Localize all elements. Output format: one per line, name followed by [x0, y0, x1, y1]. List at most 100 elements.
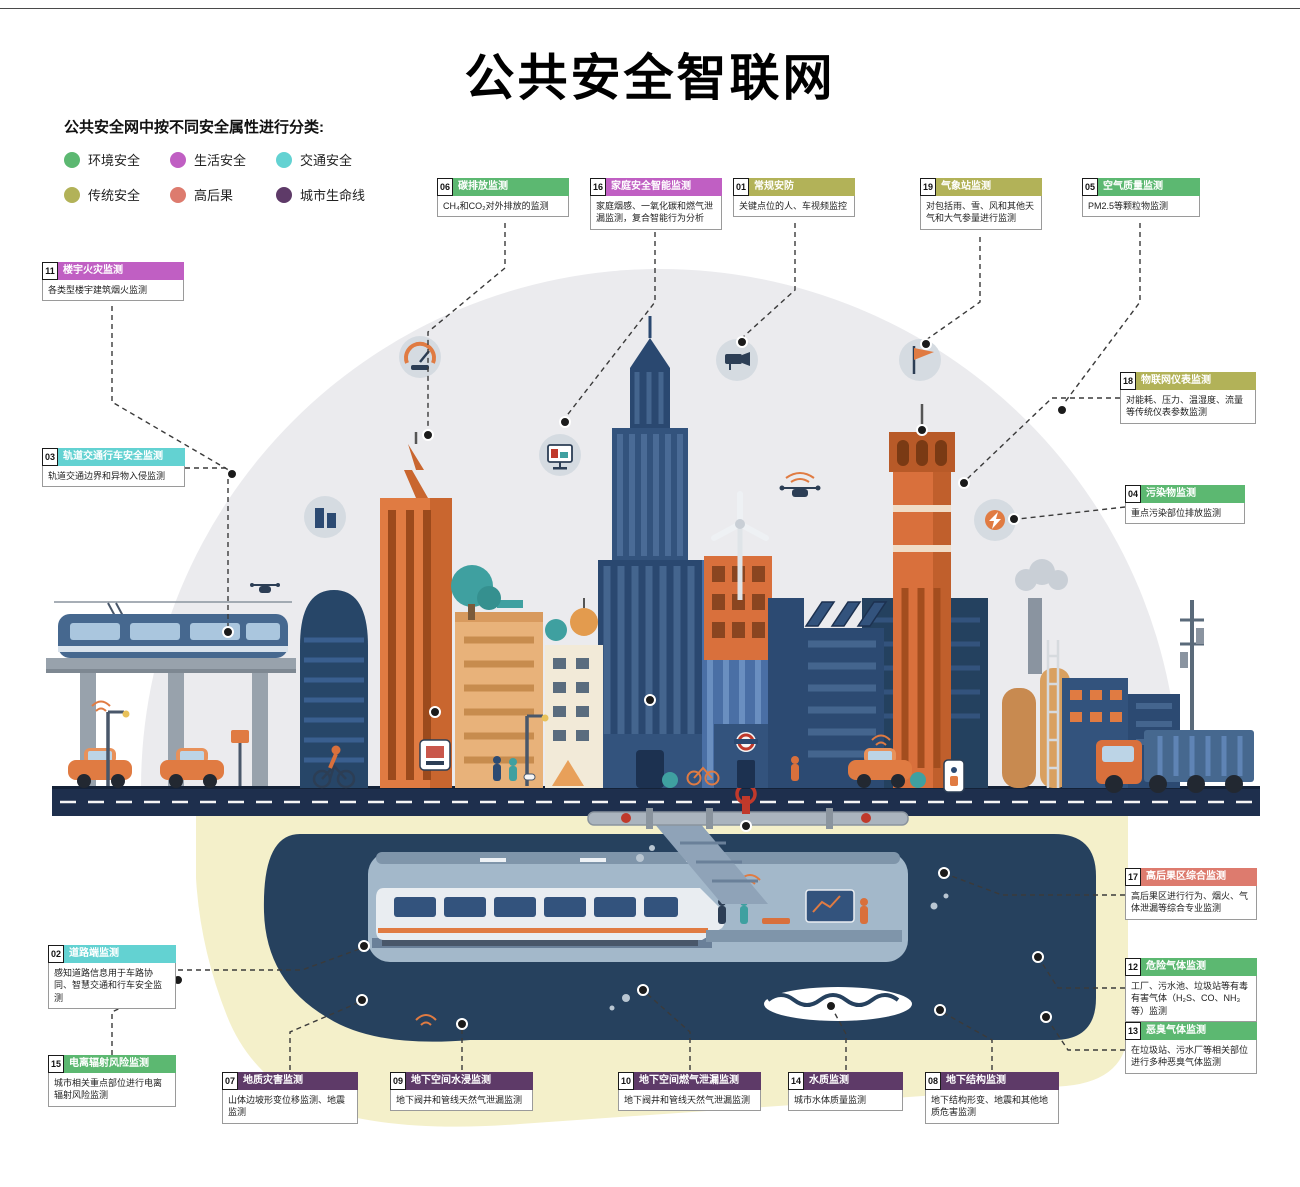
- callout-title: 高后果区综合监测: [1141, 868, 1257, 886]
- monorail: [46, 601, 296, 786]
- power-icon: [974, 499, 1016, 541]
- sensor-dots: [172, 336, 1068, 1030]
- legend-dot: [276, 186, 292, 203]
- icon-badges: [304, 336, 1016, 541]
- solar-panel: [856, 601, 888, 627]
- white-building: [545, 598, 603, 788]
- subway-entrance: [714, 724, 778, 788]
- legend-label: 交通安全: [300, 153, 353, 168]
- callout-number: 08: [925, 1072, 941, 1090]
- callout-body: 关键点位的人、车视频监控: [733, 195, 855, 218]
- truck: [1096, 730, 1254, 793]
- sensor-panel: [419, 739, 451, 771]
- bubbles: [609, 845, 949, 1011]
- wifi-icon: [91, 700, 111, 712]
- taxi: [848, 748, 912, 788]
- callout-number: 14: [788, 1072, 804, 1090]
- callout-title: 楼宇火灾监测: [58, 262, 184, 280]
- clock-tower: [889, 404, 955, 788]
- legend-dot: [170, 186, 186, 203]
- parked-bicycle: [686, 766, 720, 786]
- callout-number: 09: [390, 1072, 406, 1090]
- legend-item-traffic: 交通安全: [276, 150, 386, 169]
- street-lamp: [106, 710, 130, 786]
- bus-stop-sign: [231, 730, 249, 786]
- callout-number: 07: [222, 1072, 238, 1090]
- callout-body: CH₄和CO₂对外排放的监测: [437, 195, 569, 218]
- callout-body: 城市相关重点部位进行电离辐射风险监测: [48, 1072, 176, 1107]
- callout-body: 城市水体质量监测: [788, 1089, 903, 1112]
- callout-body: 各类型楼宇建筑烟火监测: [42, 279, 184, 302]
- callout-number: 05: [1082, 178, 1098, 196]
- dog: [523, 773, 536, 781]
- callout-body: 地下阀井和管线天然气泄漏监测: [618, 1089, 761, 1112]
- legend-label: 生活安全: [194, 153, 247, 168]
- callout-number: 18: [1120, 372, 1136, 390]
- callout-title: 地质灾害监测: [238, 1072, 358, 1090]
- legend-item-traditional: 传统安全: [64, 185, 162, 204]
- callout-title: 水质监测: [804, 1072, 903, 1090]
- storage-tank: [1002, 688, 1036, 788]
- bench: [762, 918, 790, 924]
- pedestrian: [791, 756, 799, 781]
- drones: [250, 472, 821, 593]
- callout-body: 对能耗、压力、温湿度、流量等传统仪表参数监测: [1120, 389, 1256, 424]
- callout-number: 10: [618, 1072, 634, 1090]
- callout-title: 地下空间水浸监测: [406, 1072, 533, 1090]
- callout-body: 工厂、污水池、垃圾站等有毒有害气体（H₂S、CO、NH₃等）监测: [1125, 975, 1257, 1023]
- callout-title: 轨道交通行车安全监测: [58, 448, 185, 466]
- solar-panel: [804, 601, 836, 627]
- callout-number: 06: [437, 178, 453, 196]
- subway-train: [376, 888, 726, 946]
- callout-body: 轨道交通边界和异物入侵监测: [42, 465, 185, 488]
- subway-platform: [706, 874, 902, 942]
- solar-panel: [830, 601, 862, 627]
- callout-number: 15: [48, 1055, 64, 1073]
- industrial-plant: [1002, 559, 1128, 788]
- taxi: [68, 748, 132, 788]
- callout-title: 地下空间燃气泄漏监测: [634, 1072, 761, 1090]
- callout-body: 家庭烟感、一氧化碳和燃气泄漏监测，复合智能行为分析: [590, 195, 722, 230]
- callout-body: 感知道路信息用于车路协同、智慧交通和行车安全监测: [48, 962, 176, 1010]
- classification-note: 公共安全网中按不同安全属性进行分类:: [64, 119, 324, 136]
- guideway: [46, 658, 296, 671]
- legend-label: 环境安全: [88, 153, 141, 168]
- page-title: 公共安全智联网: [464, 50, 836, 106]
- callout-title: 空气质量监测: [1098, 178, 1200, 196]
- callout-title: 地下结构监测: [941, 1072, 1059, 1090]
- legend: 环境安全 生活安全 交通安全 传统安全 高后果 城市生命线: [64, 150, 386, 204]
- callout-number: 19: [920, 178, 936, 196]
- legend-dot: [170, 151, 186, 168]
- callout-title: 碳排放监测: [453, 178, 569, 196]
- camera-icon: [716, 339, 758, 381]
- bush: [910, 772, 926, 788]
- legend-dot: [276, 151, 292, 168]
- windsock-icon: [899, 339, 941, 381]
- callout-title: 电离辐射风险监测: [64, 1055, 176, 1073]
- callout-number: 04: [1125, 485, 1141, 503]
- legend-label: 高后果: [194, 188, 234, 203]
- callout-title: 危险气体监测: [1141, 958, 1257, 976]
- callout-body: 山体边坡形变位移监测、地震监测: [222, 1089, 358, 1124]
- top-rule: [0, 8, 1300, 9]
- phone-display: [943, 759, 965, 793]
- callout-body: 重点污染部位排放监测: [1125, 502, 1245, 525]
- callout-body: 高后果区进行行为、烟火、气体泄漏等综合专业监测: [1125, 885, 1257, 920]
- street-life: [68, 700, 1254, 793]
- callout-body: 在垃圾站、污水厂等相关部位进行多种恶臭气体监测: [1125, 1039, 1257, 1074]
- callout-number: 13: [1125, 1022, 1141, 1040]
- tent: [552, 760, 584, 786]
- tree: [477, 586, 501, 610]
- legend-item-life: 生活安全: [170, 150, 268, 169]
